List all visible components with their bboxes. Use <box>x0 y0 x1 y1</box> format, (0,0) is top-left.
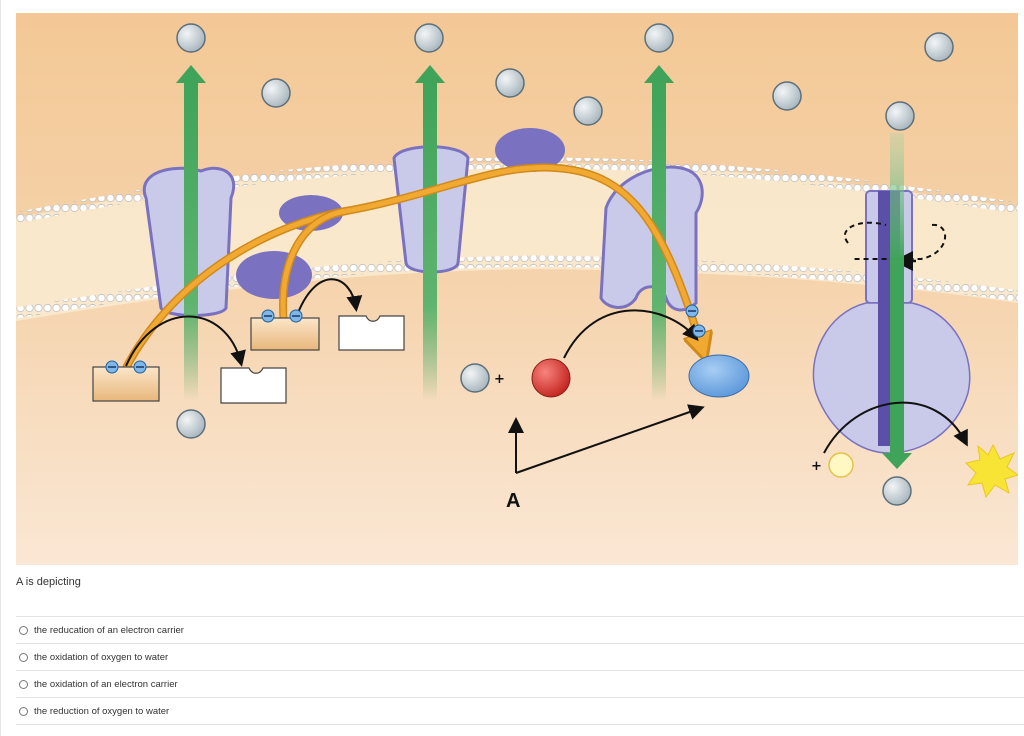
electron-carrier-oxidized <box>220 367 287 404</box>
radio-button[interactable] <box>19 625 28 635</box>
answer-option-label: the reduction of oxygen to water <box>34 705 170 717</box>
electrons <box>105 304 706 374</box>
answer-option[interactable]: the reduction of oxygen to water <box>16 697 1024 725</box>
answer-option[interactable]: the oxidation of an electron carrier <box>16 670 1024 697</box>
reaction-arrows <box>125 278 968 474</box>
electron-carrier-reduced <box>92 366 160 402</box>
answer-option[interactable]: the oxidation of oxygen to water <box>16 643 1024 670</box>
plus-sign-proton: + <box>494 372 505 387</box>
water-molecule <box>688 354 750 398</box>
fad-carrier-oxidized <box>338 315 405 351</box>
complex-ii-protein <box>236 251 312 299</box>
answer-options: the reducation of an electron carrier th… <box>16 616 1024 725</box>
label-a: A <box>506 490 520 512</box>
etc-diagram: + + A <box>16 13 1018 565</box>
radio-button[interactable] <box>19 652 28 662</box>
electron-path <box>122 163 702 370</box>
phosphate <box>828 452 854 478</box>
oxygen-atom <box>531 358 571 398</box>
etc-diagram-svg: + + A <box>16 13 1018 565</box>
atp-burst <box>964 443 1018 499</box>
question-prompt: A is depicting <box>16 576 81 588</box>
plus-sign-phosphate: + <box>811 459 822 474</box>
page-left-border <box>0 0 1 736</box>
answer-option[interactable]: the reducation of an electron carrier <box>16 616 1024 643</box>
radio-button[interactable] <box>19 679 28 689</box>
proton-pump-arrows <box>176 65 912 469</box>
cytochrome-c-protein <box>495 128 565 172</box>
radio-button[interactable] <box>19 706 28 716</box>
fadh2-carrier-reduced <box>250 317 320 351</box>
answer-option-label: the oxidation of oxygen to water <box>34 651 169 663</box>
protons <box>176 23 954 506</box>
answer-option-label: the reducation of an electron carrier <box>34 624 184 636</box>
answer-option-label: the oxidation of an electron carrier <box>34 678 178 690</box>
